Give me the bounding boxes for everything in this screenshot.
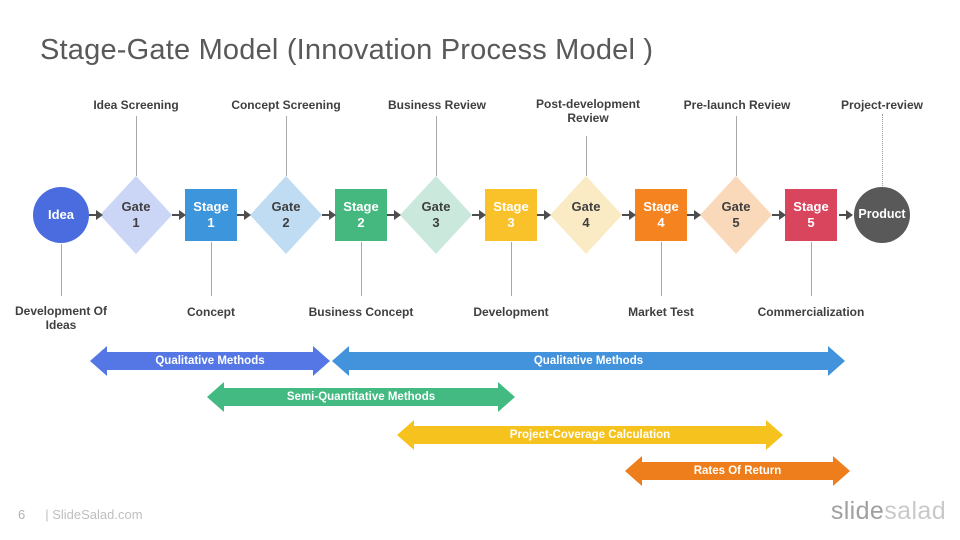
top-label-post-development-review: Post-development Review [535,97,640,126]
bottom-label-development: Development [473,305,549,319]
flow-arrow-icon [839,210,853,220]
flow-arrow-icon [387,210,401,220]
connector-line [61,244,62,296]
flow-arrow-icon [172,210,186,220]
method-arrow-qualitative-2: Qualitative Methods [332,346,845,376]
flow-arrow-icon [89,210,103,220]
top-label-concept-screening: Concept Screening [231,98,341,112]
method-arrow-rates-of-return: Rates Of Return [625,456,850,486]
connector-line [661,242,662,296]
footer: 6 | SlideSalad.com [18,507,143,522]
product-node: Product [854,187,910,243]
connector-line [511,242,512,296]
flow-arrow-icon [237,210,251,220]
top-label-pre-launch-review: Pre-launch Review [683,98,791,112]
flow-arrow-icon [472,210,486,220]
connector-line [211,242,212,296]
connector-line [286,116,287,176]
flow-arrow-icon [772,210,786,220]
flow-arrow-icon [687,210,701,220]
bottom-label-commercialization: Commercialization [757,305,865,319]
flow-arrow-icon [322,210,336,220]
top-label-project-review: Project-review [840,98,924,112]
bottom-label-market-test: Market Test [628,305,694,319]
page-title: Stage-Gate Model (Innovation Process Mod… [40,34,654,66]
connector-line [136,116,137,176]
page-number: 6 [18,507,26,522]
idea-node: Idea [33,187,89,243]
bottom-label-business-concept: Business Concept [308,305,414,319]
slidesalad-logo: slidesalad [830,497,946,525]
connector-line [586,136,587,176]
connector-line [361,242,362,296]
method-arrow-project-coverage: Project-Coverage Calculation [397,420,783,450]
connector-line-dotted [882,114,883,186]
method-arrow-semi-quantitative: Semi-Quantitative Methods [207,382,515,412]
bottom-label-concept: Concept [187,305,235,319]
top-label-idea-screening: Idea Screening [93,98,179,112]
connector-line [736,116,737,176]
footer-source: | SlideSalad.com [45,507,143,522]
flow-arrow-icon [622,210,636,220]
flow-arrow-icon [537,210,551,220]
connector-line [436,116,437,176]
method-arrow-qualitative-1: Qualitative Methods [90,346,330,376]
bottom-label-development-of-ideas: Development Of Ideas [14,304,107,333]
top-label-business-review: Business Review [387,98,487,112]
connector-line [811,242,812,296]
